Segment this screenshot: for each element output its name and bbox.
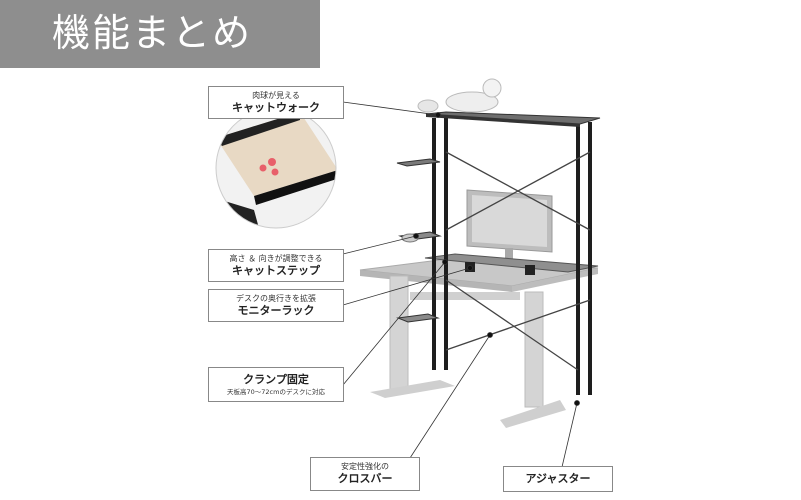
monitor-illustration (466, 189, 553, 262)
monitor-rack-label-main: モニターラック (237, 304, 315, 317)
monitor-rack-label: デスクの奥行きを拡張 モニターラック (208, 289, 344, 322)
catwalk-label-sub: 肉球が見える (252, 91, 300, 100)
catwalk-label-main: キャットウォーク (232, 101, 320, 114)
clamp-label-main: クランプ固定 (243, 373, 309, 386)
paw-detail-photo (215, 107, 337, 229)
monitor-rack-label-sub: デスクの奥行きを拡張 (236, 294, 316, 303)
catwalk-label: 肉球が見える キャットウォーク (208, 86, 344, 119)
clamp-label-note: 天板高70〜72cmのデスクに対応 (227, 388, 325, 396)
clamp-label: クランプ固定 天板高70〜72cmのデスクに対応 (208, 367, 344, 402)
cat-step-illustration (396, 158, 442, 323)
cross-bar-label-sub: 安定性強化の (341, 462, 389, 471)
cross-bar-label-main: クロスバー (337, 472, 393, 485)
cross-bar-illustration (445, 151, 591, 371)
cat-step-label-sub: 高さ ＆ 向きが調整できる (229, 254, 323, 263)
cross-bar-label: 安定性強化の クロスバー (310, 457, 420, 491)
cat-illustration (417, 78, 502, 113)
adjuster-label-main: アジャスター (525, 472, 591, 485)
adjuster-label: アジャスター (503, 466, 613, 492)
page-title: 機能まとめ (52, 11, 253, 55)
title-banner: 機能まとめ (0, 0, 320, 68)
cat-step-label: 高さ ＆ 向きが調整できる キャットステップ (208, 249, 344, 282)
catwalk-shelf-illustration (425, 111, 601, 127)
cat-step-label-main: キャットステップ (232, 264, 320, 277)
desk-illustration (359, 257, 599, 428)
leader-lines (342, 101, 580, 468)
